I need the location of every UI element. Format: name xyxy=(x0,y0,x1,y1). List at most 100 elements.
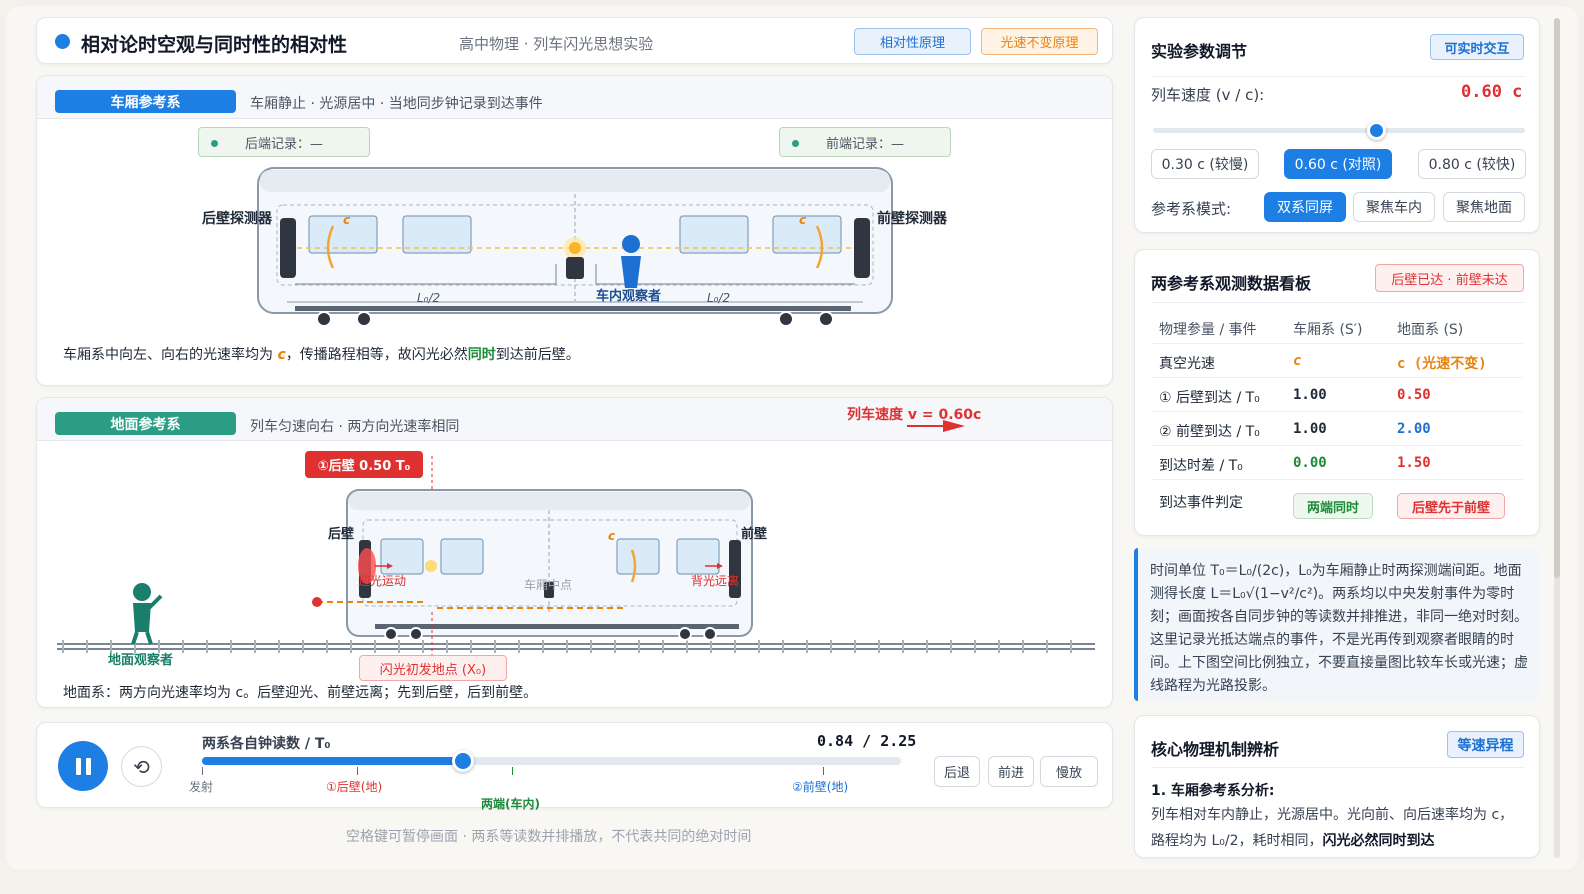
slow-motion-button[interactable]: 慢放 xyxy=(1040,756,1098,787)
mark-both-train: 两端(车内) xyxy=(481,797,540,811)
pause-button[interactable] xyxy=(58,741,108,791)
rear-record-box: 后端记录：— xyxy=(198,127,370,157)
board-row-judgement: 到达事件判定 xyxy=(1151,480,1523,520)
app-window: 相对论时空观与同时性的相对性 高中物理 · 列车闪光思想实验 相对性原理 光速不… xyxy=(6,6,1578,870)
train-frame-caption: 车厢系中向左、向右的光速率均为 c，传播路程相等，故闪光必然同时到达前后壁。 xyxy=(63,344,580,364)
board-cell: 0.50 xyxy=(1397,387,1431,403)
board-row-rear-arrival: ① 后壁到达 / T₀ 1.00 0.50 xyxy=(1151,378,1523,412)
caption-part: 到达前后壁。 xyxy=(495,347,580,363)
board-header-row: 物理参量 / 事件 车厢系 (S′) 地面系 (S) xyxy=(1151,310,1523,344)
params-divider xyxy=(1151,76,1525,77)
mode-dual-button[interactable]: 双系同屏 xyxy=(1264,192,1346,222)
board-cell: ① 后壁到达 / T₀ xyxy=(1159,390,1260,406)
train-frame-badge: 车厢参考系 xyxy=(55,90,236,113)
flash-origin-label: 闪光初发地点 (X₀) xyxy=(359,655,507,681)
toward-arrow-icon xyxy=(387,563,393,569)
ground-train-wheel xyxy=(384,627,398,641)
train-wheel xyxy=(818,311,834,327)
analysis-heading: 1. 车厢参考系分析: xyxy=(1151,783,1275,799)
ground-frame-diagram xyxy=(57,420,1095,658)
analysis-divider xyxy=(1151,767,1525,768)
preset-slow-button[interactable]: 0.30 c (较慢) xyxy=(1151,149,1259,179)
tag-light-speed-principle[interactable]: 光速不变原理 xyxy=(981,28,1098,55)
board-cell: 真空光速 xyxy=(1159,356,1215,372)
speed-arrow-icon xyxy=(943,420,965,432)
judgement-ground: 后壁先于前壁 xyxy=(1397,493,1505,519)
flash-source xyxy=(569,242,581,254)
timeline-track[interactable] xyxy=(202,750,901,772)
page-subtitle: 高中物理 · 列车闪光思想实验 xyxy=(459,35,654,53)
rail-ties xyxy=(62,640,1072,653)
timeline-label: 两系各自钟读数 / T₀ xyxy=(202,736,331,752)
rear-detector-block xyxy=(280,218,296,278)
ground-train-window-2 xyxy=(440,538,484,575)
front-detector-block xyxy=(854,218,870,278)
speed-slider-thumb[interactable] xyxy=(1367,121,1387,140)
reset-icon: ⟲ xyxy=(133,754,150,779)
train-frame-diagram xyxy=(257,167,893,327)
judgement-train: 两端同时 xyxy=(1293,493,1373,519)
train-light-c-left: c xyxy=(343,213,351,227)
ground-light-dot xyxy=(425,560,437,572)
params-badge: 可实时交互 xyxy=(1430,34,1524,60)
board-row-front-arrival: ② 前壁到达 / T₀ 1.00 2.00 xyxy=(1151,412,1523,446)
page-scrollbar-thumb[interactable] xyxy=(1554,18,1560,578)
board-row-time-diff: 到达时差 / T₀ 0.00 1.50 xyxy=(1151,446,1523,480)
away-light-label: 背光远离 xyxy=(691,574,740,588)
train-wheel xyxy=(778,311,794,327)
tick-launch xyxy=(202,767,203,775)
params-title: 实验参数调节 xyxy=(1151,42,1248,61)
flash-origin-point xyxy=(312,597,322,607)
front-record-text: 前端记录：— xyxy=(825,136,904,152)
page-scrollbar[interactable] xyxy=(1554,18,1560,858)
caption-c: c xyxy=(277,347,286,363)
pause-icon xyxy=(75,757,91,775)
tag-relativity-principle[interactable]: 相对性原理 xyxy=(854,28,971,55)
step-forward-button[interactable]: 前进 xyxy=(988,756,1034,787)
mode-label: 参考系模式: xyxy=(1151,200,1232,218)
train-speed-label: 列车速度 v = 0.60c xyxy=(847,407,982,423)
data-board-panel: 两参考系观测数据看板 后壁已达 · 前壁未达 物理参量 / 事件 车厢系 (S′… xyxy=(1134,249,1540,536)
ground-front-wall-label: 前壁 xyxy=(741,527,768,542)
board-header-cell: 物理参量 / 事件 xyxy=(1159,322,1257,338)
speed-label: 列车速度 (v / c): xyxy=(1151,86,1265,104)
rear-detector-label: 后壁探测器 xyxy=(202,211,272,227)
preset-fast-button[interactable]: 0.80 c (较快) xyxy=(1418,149,1526,179)
reset-button[interactable]: ⟲ xyxy=(121,746,162,787)
rear-hit-flash xyxy=(358,548,376,584)
toward-light-label: 迎光运动 xyxy=(358,574,407,588)
speed-slider-track[interactable] xyxy=(1153,121,1525,140)
keyboard-hint: 空格键可暂停画面 · 两系等读数并排播放，不代表共同的绝对时间 xyxy=(346,829,752,845)
data-board-title: 两参考系观测数据看板 xyxy=(1151,274,1312,293)
caption-part: ，传播路程相等，故闪光必然 xyxy=(285,347,468,363)
timeline-thumb[interactable] xyxy=(451,750,474,772)
step-back-button[interactable]: 后退 xyxy=(934,756,980,787)
ground-observer-leg xyxy=(145,631,153,645)
mode-ground-button[interactable]: 聚焦地面 xyxy=(1443,192,1525,222)
board-cell: c xyxy=(1293,353,1302,369)
board-cell: 0.00 xyxy=(1293,455,1327,471)
ground-observer-head xyxy=(133,583,151,601)
mode-train-button[interactable]: 聚焦车内 xyxy=(1353,192,1435,222)
ground-observer-body xyxy=(133,603,151,632)
ground-train-wheel xyxy=(409,627,423,641)
timeline-fill xyxy=(202,757,463,765)
train-window-3 xyxy=(679,215,749,254)
board-cell: c (光速不变) xyxy=(1397,356,1487,372)
train-observer-label: 车内观察者 xyxy=(596,289,662,304)
preset-control-button[interactable]: 0.60 c (对照) xyxy=(1284,149,1392,179)
half-length-left-label: L₀/2 xyxy=(417,291,441,305)
board-header-cell: 地面系 (S) xyxy=(1397,322,1464,338)
observer-body xyxy=(621,256,641,288)
train-window-1 xyxy=(308,215,378,254)
tick-both-train xyxy=(512,767,513,775)
notes-box: 时间单位 T₀＝L₀/(2c)，L₀为车厢静止时两探测端间距。地面测得长度 L＝… xyxy=(1134,548,1540,701)
train-light-c-right: c xyxy=(799,213,807,227)
ground-train-roof xyxy=(349,492,750,510)
half-length-right-label: L₀/2 xyxy=(707,291,731,305)
rear-record-dot-icon xyxy=(211,140,218,147)
title-dot-icon xyxy=(55,34,70,49)
train-window-4 xyxy=(772,215,842,254)
speed-value: 0.60 c xyxy=(1461,82,1523,102)
board-cell: 1.50 xyxy=(1397,455,1431,471)
